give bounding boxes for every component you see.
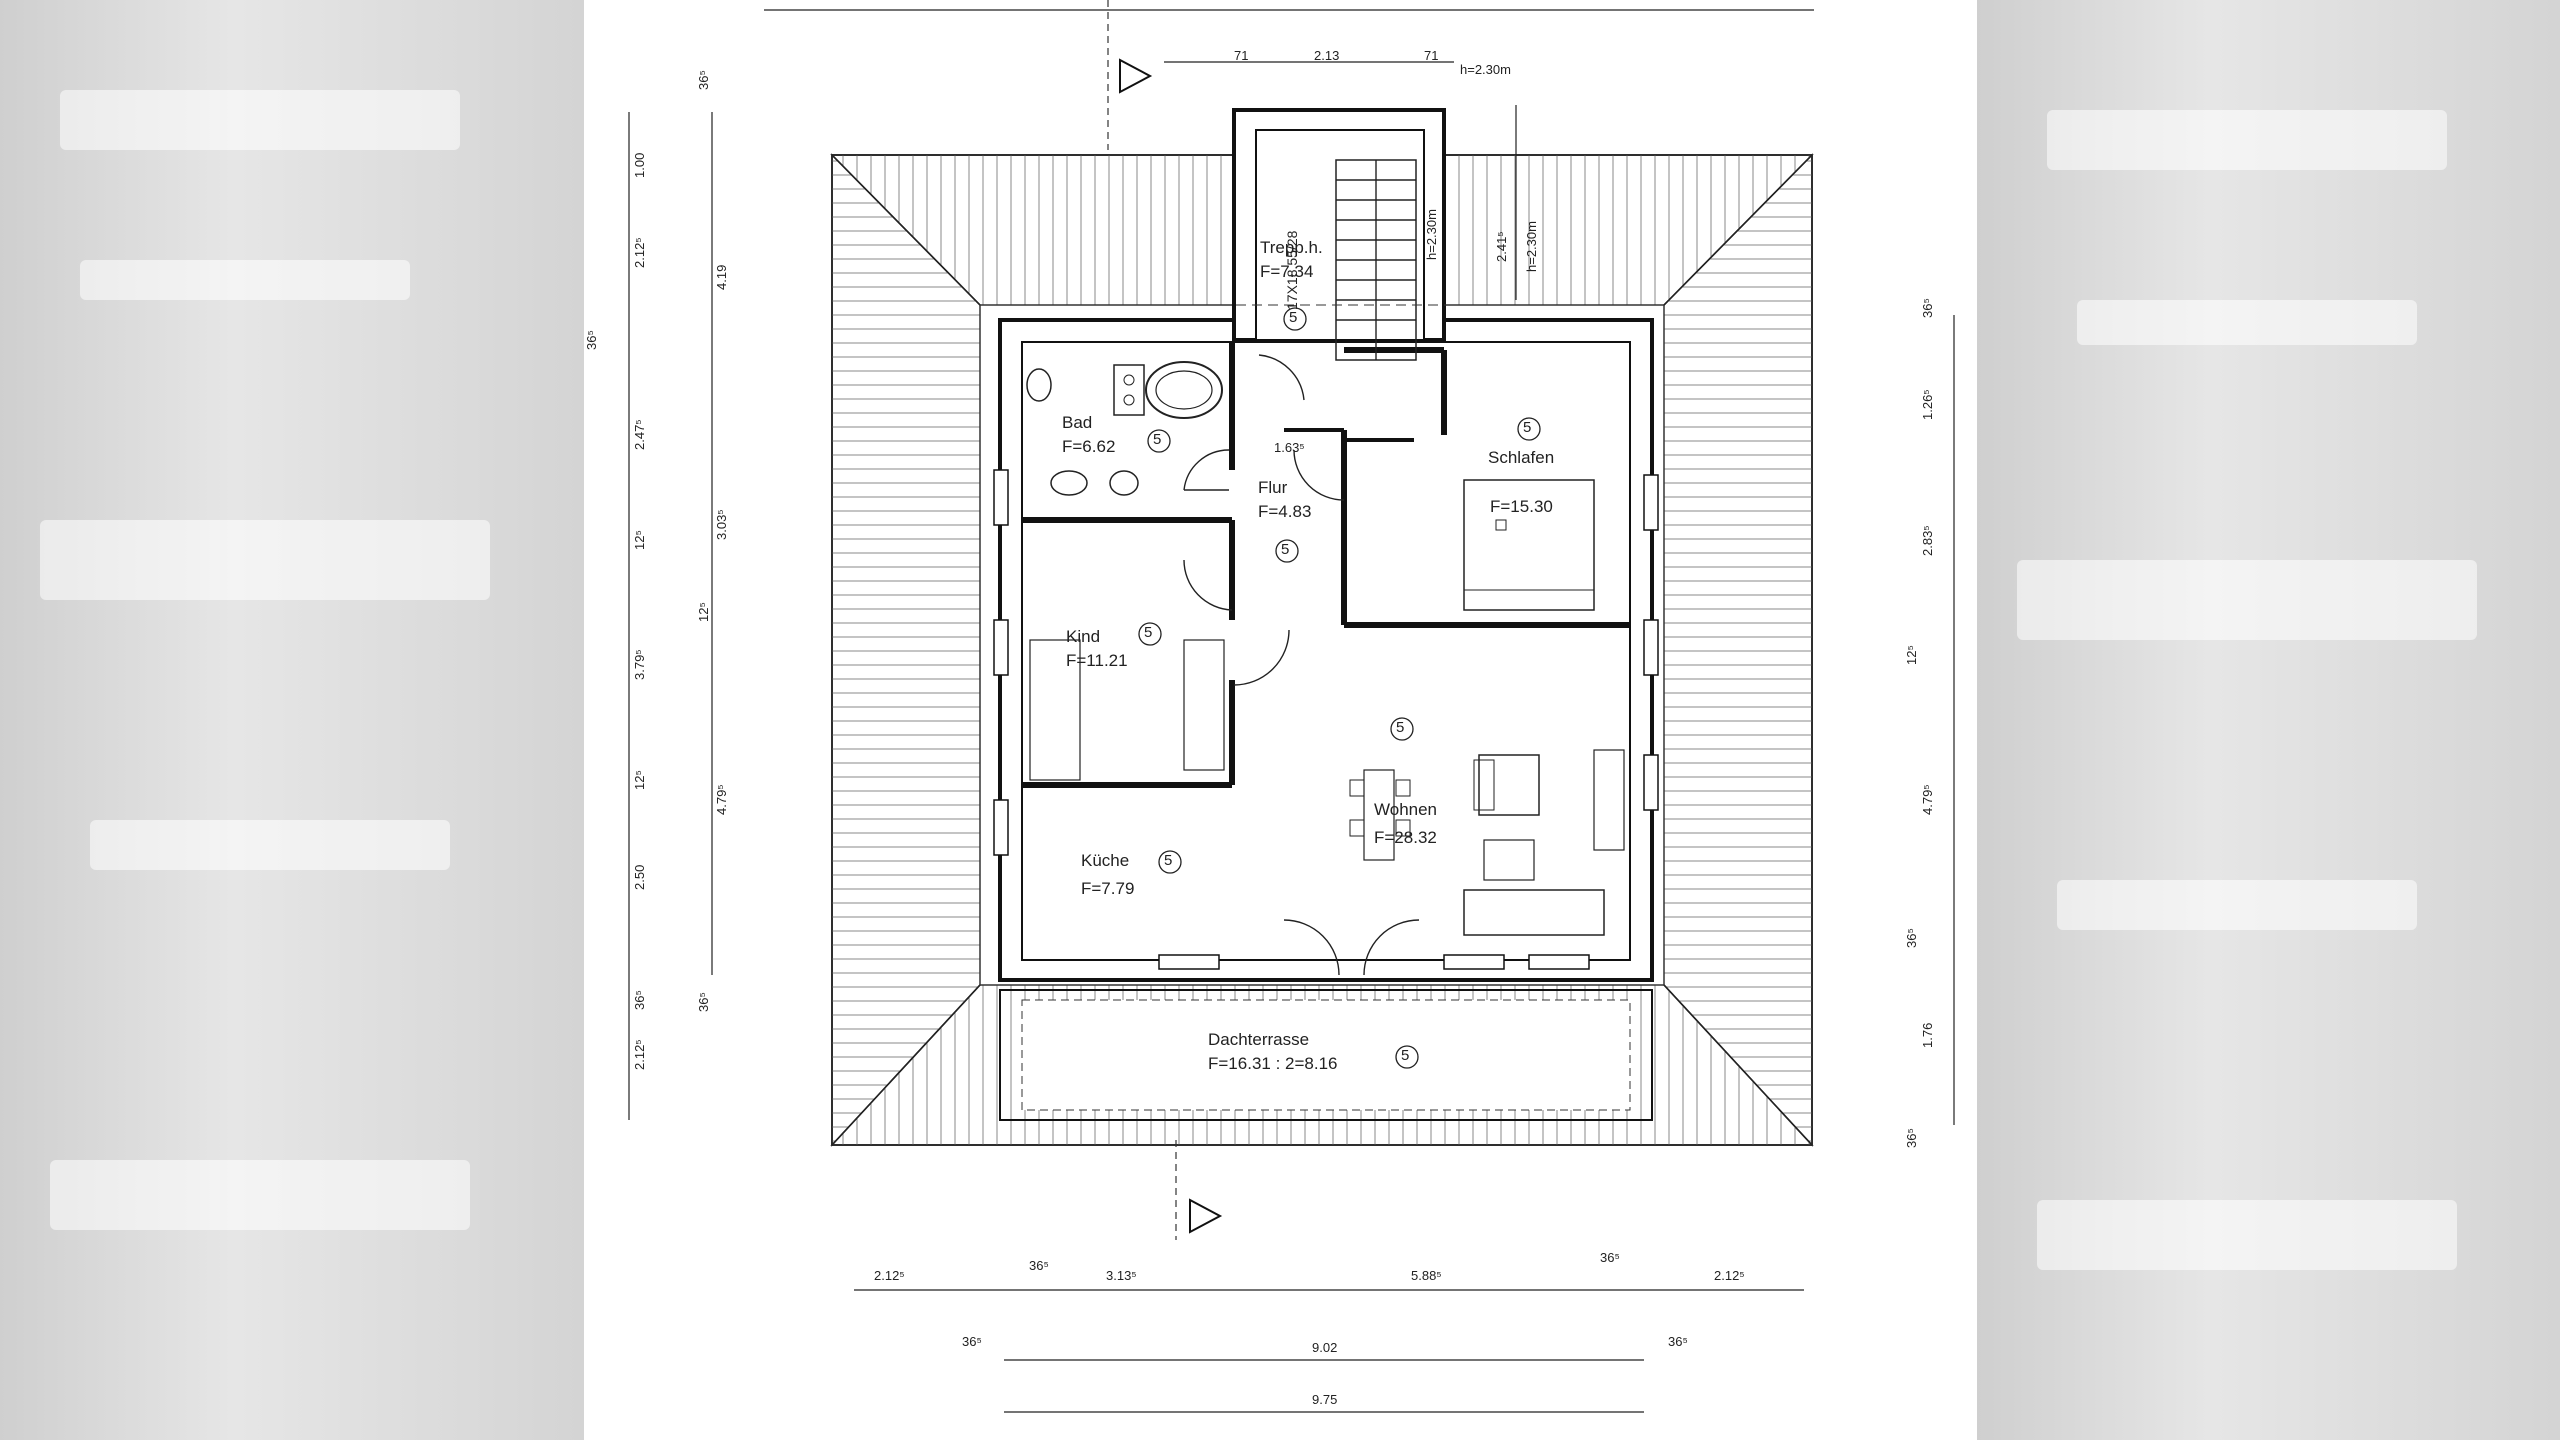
room-name: Küche	[1081, 851, 1130, 870]
room-bad: Bad F=6.62	[1062, 413, 1115, 457]
dim-left-outer: 12⁵	[632, 530, 647, 550]
room-area: F=7.34	[1260, 262, 1314, 281]
windows	[993, 469, 1659, 970]
floor-plan-drawing	[628, 0, 1955, 1413]
dim-top: 71	[1424, 48, 1439, 63]
dim-left-inner: 3.03⁵	[714, 509, 729, 540]
height-label: h=2.30m	[1424, 209, 1439, 260]
room-name: Bad	[1062, 413, 1093, 432]
blurred-right-background	[1977, 0, 2560, 1440]
room-kind: Kind F=11.21	[1066, 627, 1128, 671]
dim-left-inner: 4.79⁵	[714, 784, 729, 815]
dim-right: 36⁵	[1904, 928, 1919, 948]
room-name: Wohnen	[1374, 800, 1438, 819]
room-number: 5	[1153, 431, 1162, 448]
section-markers	[1107, 0, 1223, 1240]
doors	[1183, 354, 1420, 976]
room-number: 5	[1289, 309, 1298, 326]
room-number: 5	[1164, 852, 1173, 869]
dim-left-inner: 12⁵	[696, 602, 711, 622]
dim-bottom: 36⁵	[1029, 1258, 1049, 1273]
room-name: Schlafen	[1488, 448, 1555, 467]
dim-left-outer: 36⁵	[584, 330, 599, 350]
stair-right-label: 2.41⁵	[1494, 231, 1509, 262]
room-schlafen: Schlafen	[1488, 448, 1554, 468]
bathroom-fixtures	[1026, 361, 1223, 496]
dim-bottom: 9.02	[1312, 1340, 1338, 1355]
room-number: 5	[1401, 1047, 1410, 1064]
blurred-left-background	[0, 0, 584, 1440]
room-dachterrasse: Dachterrasse F=16.31 : 2=8.16	[1208, 1030, 1338, 1074]
interior-walls	[1022, 342, 1630, 788]
dim-bottom: 36⁵	[1600, 1250, 1620, 1265]
dim-left-outer: 2.12⁵	[632, 1039, 647, 1070]
dim-left-outer: 3.79⁵	[632, 649, 647, 680]
room-number: 5	[1281, 541, 1290, 558]
dim-right: 1.76	[1920, 1022, 1935, 1048]
room-number-circles	[1138, 307, 1541, 1069]
dim-bottom: 36⁵	[1668, 1334, 1688, 1349]
room-area: F=28.32	[1374, 828, 1437, 847]
dim-left-inner: 4.19	[714, 264, 729, 290]
room-area: F=4.83	[1258, 502, 1312, 521]
room-schlafen-area: F=15.30	[1490, 497, 1553, 516]
room-wohnen: Wohnen F=28.32	[1374, 800, 1437, 848]
dim-bottom: 2.12⁵	[874, 1268, 905, 1283]
dim-right: 36⁵	[1920, 298, 1935, 318]
room-area: F=16.31 : 2=8.16	[1208, 1054, 1338, 1073]
dim-left-outer: 2.47⁵	[632, 419, 647, 450]
exterior-walls	[998, 108, 1654, 982]
room-treppenhaus: Trepp.h. F=7.34	[1260, 238, 1323, 282]
dim-right: 1.26⁵	[1920, 389, 1935, 420]
dim-right: 36⁵	[1904, 1128, 1919, 1148]
room-kueche: Küche F=7.79	[1081, 851, 1134, 899]
room-name: Trepp.h.	[1260, 238, 1323, 257]
floor-plan-sheet: Trepp.h. F=7.34 Bad F=6.62 Flur F=4.83 S…	[584, 0, 1977, 1440]
dimension-lines	[628, 9, 1955, 1413]
dim-right: 4.79⁵	[1920, 784, 1935, 815]
dim-top: 71	[1234, 48, 1249, 63]
room-area: F=7.79	[1081, 879, 1135, 898]
room-number: 5	[1144, 624, 1153, 641]
dim-left-inner: 36⁵	[696, 992, 711, 1012]
room-number: 5	[1523, 419, 1532, 436]
dim-right: 12⁵	[1904, 645, 1919, 665]
dim-bottom: 36⁵	[962, 1334, 982, 1349]
room-flur: Flur F=4.83	[1258, 478, 1311, 522]
room-area: F=6.62	[1062, 437, 1116, 456]
flur-width-label: 1.63⁵	[1274, 440, 1305, 455]
dim-bottom: 9.75	[1312, 1392, 1338, 1407]
staircase	[1335, 159, 1417, 361]
dim-bottom: 3.13⁵	[1106, 1268, 1137, 1283]
dim-bottom: 5.88⁵	[1411, 1268, 1442, 1283]
dim-left-outer: 1.00	[632, 152, 647, 178]
eave-outline	[979, 304, 1665, 986]
dim-left-outer: 36⁵	[696, 70, 711, 90]
dim-bottom: 2.12⁵	[1714, 1268, 1745, 1283]
dim-right: 2.83⁵	[1920, 525, 1935, 556]
furniture	[1029, 479, 1625, 936]
dim-left-outer: 36⁵	[632, 990, 647, 1010]
stair-dimension-label: 17X18.55/28	[1284, 230, 1300, 310]
dim-left-outer: 12⁵	[632, 770, 647, 790]
height-label: h=2.30m	[1524, 221, 1539, 272]
room-area: F=11.21	[1066, 651, 1128, 670]
dim-left-outer: 2.12⁵	[632, 237, 647, 268]
roof-terrace	[999, 989, 1653, 1121]
dim-top: 2.13	[1314, 48, 1340, 63]
room-name: Flur	[1258, 478, 1288, 497]
height-label: h=2.30m	[1460, 62, 1511, 77]
room-number: 5	[1396, 719, 1405, 736]
dim-left-outer: 2.50	[632, 864, 647, 890]
room-name: Dachterrasse	[1208, 1030, 1310, 1049]
room-name: Kind	[1066, 627, 1101, 646]
